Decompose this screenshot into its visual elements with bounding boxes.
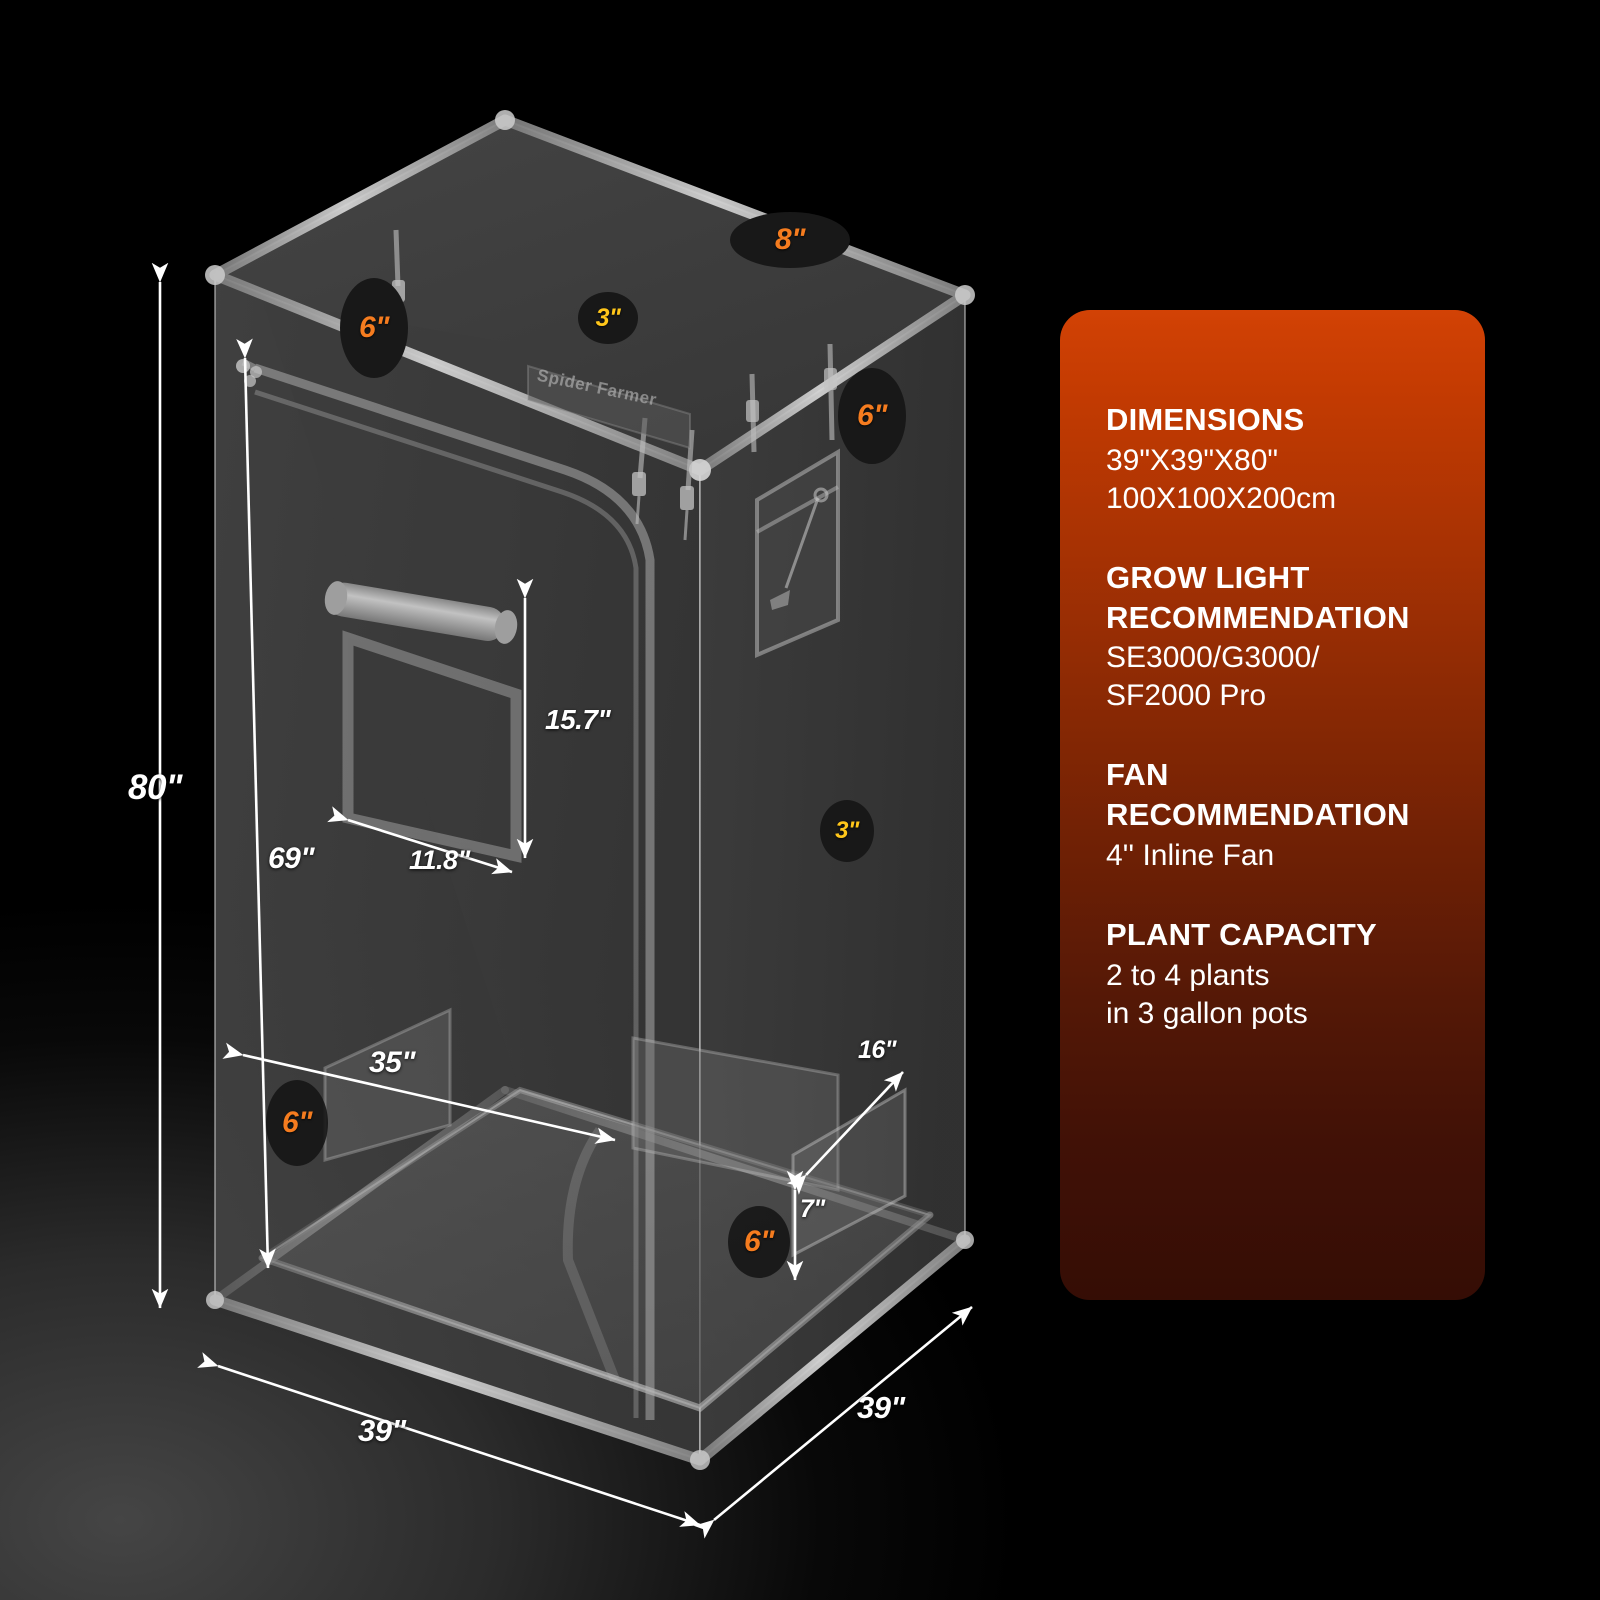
port-right-upper-6in-label: 6" [857, 399, 887, 432]
brand-tab-plate [527, 364, 691, 450]
dim-base-depth-right: 39" [857, 1390, 905, 1425]
dim-vent-flap-height: 7" [800, 1195, 825, 1223]
leader-vent-flap-width [786, 1071, 904, 1195]
dim-floor-width: 35" [369, 1046, 416, 1079]
spec-dimensions-cm: 100X100X200cm [1106, 481, 1337, 515]
port-left-lower-6in: 6" [266, 1080, 328, 1166]
port-right-upper-6in: 6" [838, 368, 906, 464]
tent-observation-window [324, 581, 522, 863]
spec-title-fan-2: RECOMMENDATION [1106, 797, 1410, 832]
spec-title-grow-light-2: RECOMMENDATION [1106, 599, 1410, 635]
leader-floor-width [222, 1042, 616, 1144]
spec-block-plant-capacity: PLANT CAPACITY 2 to 4 plants in 3 gallon… [1106, 917, 1485, 1033]
rolled-window-flap [326, 582, 505, 641]
spec-block-fan: FAN RECOMMENDATION 4'' Inline Fan [1106, 757, 1485, 875]
port-top-3in-label: 3" [595, 303, 621, 332]
tent-tool-pocket [755, 448, 840, 659]
spec-plant-capacity-line2: in 3 gallon pots [1106, 996, 1308, 1030]
port-right-mid-3in: 3" [820, 800, 874, 862]
leader-window-width [327, 806, 513, 875]
dimension-leaders [151, 262, 973, 1539]
leader-base-width-front [197, 1352, 701, 1527]
spec-grow-light-line1: SE3000/G3000/ [1106, 641, 1320, 675]
tent-hanging-straps [392, 229, 837, 541]
spec-plant-capacity-line1: 2 to 4 plants [1106, 958, 1270, 992]
leader-base-depth-right [693, 1305, 973, 1539]
spec-fan-line1: 4'' Inline Fan [1106, 838, 1275, 872]
dim-base-width-front: 39" [358, 1413, 406, 1448]
dim-window-height: 15.7" [545, 704, 611, 735]
specs-panel: DIMENSIONS 39"X39"X80" 100X100X200cm GRO… [1060, 310, 1485, 1300]
port-top-left-6in-label: 6" [359, 311, 389, 344]
dim-overall-height: 80" [128, 768, 183, 807]
spec-title-fan-1: FAN [1106, 757, 1169, 793]
spec-title-grow-light-1: GROW LIGHT [1106, 559, 1310, 595]
port-top-8in-label: 8" [775, 223, 805, 256]
port-top-8in: 8" [730, 212, 850, 268]
spec-dimensions-inches: 39"X39"X80" [1106, 443, 1279, 477]
port-left-lower-6in-label: 6" [282, 1106, 312, 1139]
port-top-left-6in: 6" [340, 278, 408, 378]
port-right-lower-6in: 6" [728, 1206, 790, 1278]
spec-title-plant-capacity: PLANT CAPACITY [1106, 916, 1377, 952]
spec-grow-light-line2: SF2000 Pro [1106, 679, 1267, 713]
dim-inner-height: 69" [268, 842, 315, 875]
port-right-lower-6in-label: 6" [744, 1225, 774, 1258]
dim-vent-flap-width: 16" [858, 1036, 897, 1064]
spec-title-dimensions: DIMENSIONS [1106, 402, 1305, 437]
dim-window-width: 11.8" [409, 845, 470, 875]
spec-block-grow-light: GROW LIGHT RECOMMENDATION SE3000/G3000/ … [1106, 560, 1485, 716]
spec-block-dimensions: DIMENSIONS 39"X39"X80" 100X100X200cm [1106, 402, 1485, 518]
port-right-mid-3in-label: 3" [835, 817, 859, 844]
port-top-3in: 3" [578, 292, 638, 344]
